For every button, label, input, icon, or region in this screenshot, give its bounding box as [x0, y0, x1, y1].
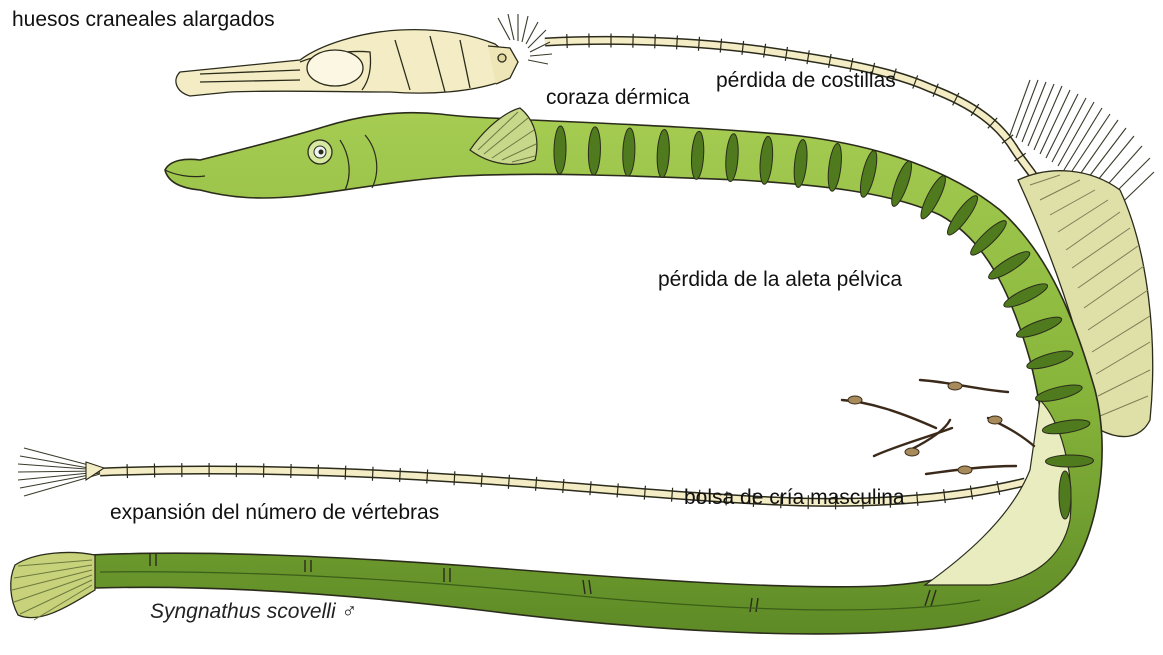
- elongated-skull: [176, 30, 518, 96]
- armor-plate: [1045, 455, 1093, 468]
- vertebra-tick: [644, 486, 645, 500]
- label-pelvic-fin-loss: pérdida de la aleta pélvica: [658, 268, 902, 292]
- juvenile-eggs: [848, 382, 1002, 474]
- vertebra-tick: [720, 39, 721, 53]
- vertebra-tick: [742, 41, 744, 55]
- vertebra-tick: [400, 468, 401, 482]
- label-male-brood-pouch: bolsa de cría masculina: [684, 486, 905, 510]
- vertebra-tick: [655, 34, 656, 48]
- vertebra-tick: [427, 470, 428, 484]
- vertebra-tick: [698, 37, 699, 51]
- vertebra-tick: [508, 475, 509, 489]
- vertebra-tick: [944, 489, 946, 503]
- vertebra-tick: [672, 488, 673, 502]
- vertebra-tick: [536, 477, 537, 491]
- label-rib-loss: pérdida de costillas: [716, 69, 896, 93]
- vertebra-tick: [590, 481, 591, 495]
- vertebra-tick: [372, 467, 373, 481]
- pipefish-body: [11, 108, 1153, 634]
- pectoral-fin: [470, 108, 537, 164]
- armor-plate: [1059, 471, 1071, 519]
- vertebra-tick: [345, 466, 346, 480]
- vertebra-tick: [481, 473, 482, 487]
- label-cranial-bones: huesos craneales alargados: [12, 8, 275, 32]
- caudal-fin-skeleton: [18, 448, 104, 496]
- vertebra-tick: [677, 35, 678, 49]
- vertebra-tick: [917, 492, 918, 506]
- vertebra-tick: [617, 483, 618, 497]
- label-vertebrae-expansion: expansión del número de vértebras: [110, 501, 439, 525]
- vertebra-tick: [454, 471, 455, 485]
- vertebra-tick: [563, 479, 564, 493]
- label-dermal-armor: coraza dérmica: [546, 86, 690, 110]
- species-name: Syngnathus scovelli ♂: [150, 600, 357, 624]
- juvenile-pipefish: [842, 380, 1034, 474]
